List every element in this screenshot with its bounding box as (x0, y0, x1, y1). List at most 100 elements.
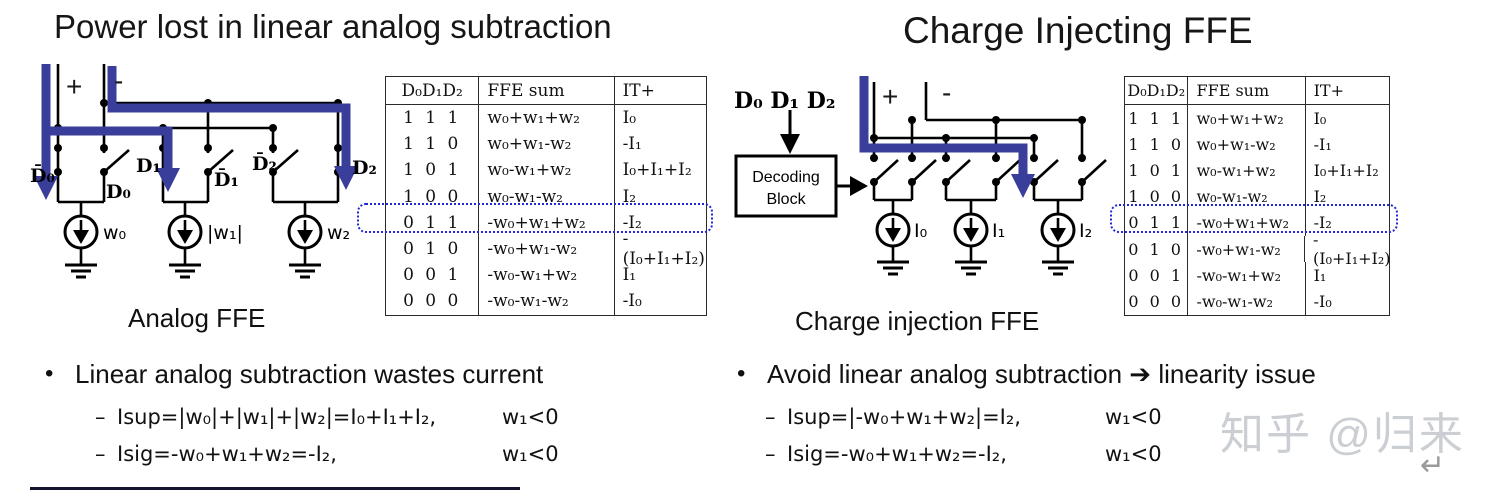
table-row: 0 0 0-w₀-w₁-w₂ -I₀ (386, 288, 706, 315)
cell-sum: -w₀+w₁-w₂ (479, 235, 615, 263)
equation-isup: Isup=|w₀|+|w₁|+|w₂|=I₀+I₁+I₂, (117, 405, 437, 429)
left-bullet-block: • Linear analog subtraction wastes curre… (45, 358, 559, 473)
charge-injection-ffe-circuit: Decoding Block (734, 76, 1107, 276)
cell-bits: 0 0 0 (386, 288, 480, 315)
cell-sum: -w₀+w₁+w₂ (1188, 209, 1306, 236)
cell-bits: 1 1 0 (386, 131, 480, 158)
cell-bits: 1 1 0 (1125, 131, 1189, 158)
cell-it: -I₀ (1313, 291, 1332, 311)
bullet-subitem: – Isig=-w₀+w₁+w₂=-I₂, w₁<0 (45, 436, 559, 473)
cell-bits: 1 0 0 (1125, 183, 1189, 210)
right-circuit-caption: Charge injection FFE (795, 306, 1040, 336)
cell-it: I₁ (1313, 265, 1327, 285)
dash-marker: – (765, 442, 776, 466)
current-path-arrow (859, 76, 1035, 198)
dash-marker: – (765, 405, 776, 429)
cell-sum: -w₀-w₁-w₂ (479, 288, 615, 315)
current-source-w1 (167, 214, 203, 279)
cell-it: I₀ (1313, 108, 1327, 128)
decoder-label-line2: Block (766, 191, 806, 208)
cell-it: -(I₀+I₁+I₂) (622, 229, 705, 270)
source-label-i0: I₀ (914, 220, 927, 242)
cell-sum: w₀+w₁+w₂ (1188, 105, 1306, 132)
cell-bits: 0 1 1 (386, 209, 480, 236)
next-slide-edge (30, 487, 520, 490)
cell-bits: 0 0 1 (1125, 262, 1189, 289)
switch-label-d2: D₂ (352, 157, 377, 179)
dash-marker: – (95, 442, 106, 466)
switch-label-d2bar: D̄₂ (252, 153, 277, 175)
cell-bits: 0 0 0 (1125, 288, 1189, 315)
cell-it: -(I₀+I₁+I₂) (1313, 230, 1391, 269)
table-row: 0 0 1-w₀-w₁+w₂ I₁ (1125, 262, 1389, 289)
switch-label-d0bar: D̄₀ (30, 165, 55, 187)
switch-label-d1: D₁ (136, 155, 161, 177)
table-header-row: D₀D₁D₂ FFE sum IT+ (386, 77, 706, 105)
col-header-ffe-sum: FFE sum (479, 77, 615, 104)
cell-sum: w₀-w₁-w₂ (1188, 183, 1306, 210)
cell-bits: 1 0 0 (386, 183, 480, 210)
bullet-subitem: – Isup=|-w₀+w₁+w₂|=I₂, w₁<0 (737, 399, 1316, 436)
cell-it: I₀+I₁+I₂ (1313, 160, 1379, 180)
analog-ffe-wires (54, 64, 342, 216)
cell-it: -I₂ (1313, 213, 1332, 233)
cell-bits: 0 1 0 (1125, 235, 1189, 263)
source-label-w1: |w₁| (207, 222, 243, 244)
cell-bits: 1 1 1 (386, 105, 480, 132)
bullet-heading: • Avoid linear analog subtraction ➔ line… (737, 358, 1316, 390)
switch-label-d1bar: D̄₁ (214, 169, 239, 191)
cell-sum: w₀-w₁+w₂ (1188, 157, 1306, 184)
table-row: 0 0 0-w₀-w₁-w₂ -I₀ (1125, 288, 1389, 315)
cell-sum: -w₀-w₁-w₂ (1188, 288, 1306, 315)
dash-marker: – (95, 405, 106, 429)
table-row-highlighted: 0 1 1-w₀+w₁+w₂-I₂ (1125, 209, 1389, 236)
cell-bits: 0 0 1 (386, 262, 480, 289)
plus-terminal-label: + (882, 81, 898, 112)
source-label-w2: w₂ (327, 222, 350, 244)
condition-w1: w₁<0 (1105, 405, 1162, 429)
analog-ffe-circuit: + - D̄₀ D₀ D₁ D̄₁ D̄₂ D₂ w₀ |w₁| w₂ (30, 64, 377, 279)
current-source-i1 (953, 212, 989, 276)
source-label-w0: w₀ (103, 222, 126, 244)
right-bullet-block: • Avoid linear analog subtraction ➔ line… (737, 358, 1316, 473)
col-header-it: IT+ (1313, 81, 1345, 100)
equation-isig: Isig=-w₀+w₁+w₂=-I₂, (117, 442, 337, 466)
bullet-heading: • Linear analog subtraction wastes curre… (45, 358, 559, 390)
table-row: 0 1 0-w₀+w₁-w₂-(I₀+I₁+I₂) (386, 229, 706, 270)
cell-it: -I₀ (622, 291, 642, 312)
current-source-i2 (1040, 212, 1076, 276)
cell-it: I₀ (622, 108, 637, 129)
cell-bits: 0 1 0 (386, 235, 480, 263)
zhihu-watermark: 知乎 @归来 (1220, 410, 1465, 459)
source-label-i2: I₂ (1079, 220, 1092, 242)
cell-bits: 1 1 1 (1125, 105, 1189, 132)
cell-it: -I₁ (622, 134, 642, 155)
col-header-it: IT+ (622, 80, 655, 101)
col-header-ffe-sum: FFE sum (1188, 77, 1306, 104)
condition-w1: w₁<0 (502, 442, 559, 466)
cell-bits: 1 0 1 (1125, 157, 1189, 184)
cell-it: -I₁ (1313, 134, 1332, 154)
cell-sum: -w₀+w₁+w₂ (479, 209, 615, 236)
cell-sum: w₀-w₁-w₂ (479, 183, 615, 210)
cell-it: -I₂ (622, 212, 642, 233)
cell-sum: w₀+w₁+w₂ (479, 105, 615, 132)
minus-terminal-label: - (114, 65, 123, 96)
cell-it: I₂ (622, 186, 637, 207)
minus-terminal-label: - (942, 77, 951, 108)
equation-isup: Isup=|-w₀+w₁+w₂|=I₂, (787, 405, 1021, 429)
right-slide-title: Charge Injecting FFE (903, 10, 1253, 51)
source-label-i1: I₁ (992, 220, 1005, 242)
cell-sum: -w₀-w₁+w₂ (479, 262, 615, 289)
cell-sum: -w₀-w₁+w₂ (1188, 262, 1306, 289)
return-arrow-symbol: ↵ (1420, 448, 1446, 483)
